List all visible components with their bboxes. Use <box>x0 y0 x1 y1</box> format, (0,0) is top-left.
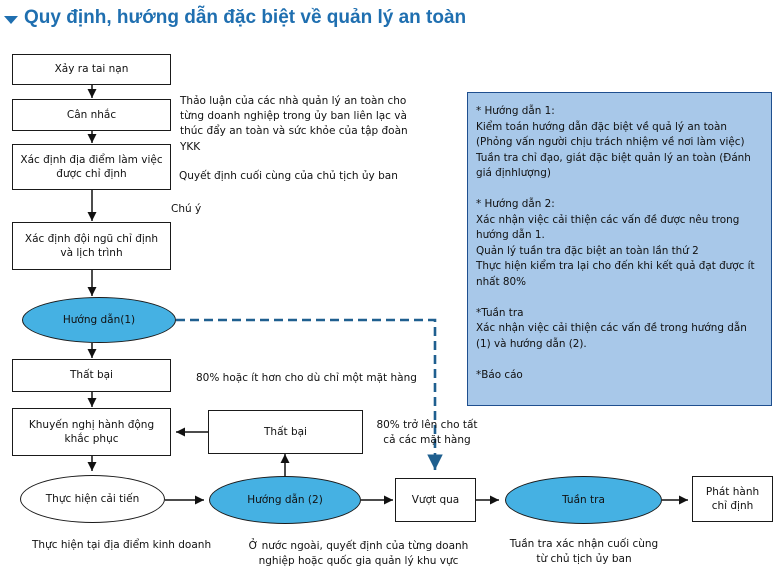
dashed-arrow-guide1-pass <box>176 318 443 470</box>
panel-line: *Tuần tra <box>476 306 524 319</box>
page-title: Quy định, hướng dẫn đặc biệt về quản lý … <box>4 7 467 29</box>
panel-line <box>476 353 763 368</box>
box-designate-team: Xác định đội ngũ chỉ định và lịch trình <box>12 222 171 270</box>
box-consider: Cân nhắc <box>12 99 171 131</box>
triangle-down-icon <box>4 16 18 24</box>
box-designate-site: Xác định địa điểm làm việc được chỉ định <box>12 144 171 190</box>
oval-guide-1: Hướng dẫn(1) <box>22 297 176 343</box>
note-below-80: 80% hoặc ít hơn cho dù chỉ một mặt hàng <box>196 372 417 384</box>
panel-line: Tuần tra chỉ đạo, giát đặc biệt quản lý … <box>476 151 751 180</box>
explanation-panel: * Hướng dẫn 1: Kiểm toán hướng dẫn đặc b… <box>467 92 772 406</box>
panel-line: * Hướng dẫn 1: <box>476 105 555 117</box>
note-final-decision: Quyết định cuối cùng của chủ tịch ủy ban <box>179 170 398 182</box>
box-issue: Phát hành chỉ định <box>692 476 773 522</box>
note-above-80: 80% trở lên cho tất cả các mặt hàng <box>376 419 478 447</box>
oval-guide-2: Hướng dẫn (2) <box>209 476 361 524</box>
note-patrol-confirm: Tuần tra xác nhận cuối cùng từ chủ tịch … <box>509 538 659 566</box>
panel-line: Quản lý tuần tra đặc biệt an toàn lần th… <box>476 244 699 257</box>
panel-line: Thực hiện kiểm tra lại cho đến khi kết q… <box>476 260 755 289</box>
panel-line: Xác nhận việc cải thiện các vấn đề được … <box>476 213 740 242</box>
panel-line: Xác nhận việc cải thiện các vấn đề trong… <box>476 322 747 350</box>
note-overseas: Ở nước ngoài, quyết định của từng doanh … <box>248 540 469 568</box>
panel-line <box>476 182 763 197</box>
box-pass: Vượt qua <box>395 478 476 522</box>
note-discussion: Thảo luận của các nhà quản lý an toàn ch… <box>180 95 408 153</box>
box-fail-2: Thất bại <box>208 410 363 454</box>
note-at-site: Thực hiện tại địa điểm kinh doanh <box>32 539 212 551</box>
box-accident: Xảy ra tai nạn <box>12 54 171 85</box>
page-title-text: Quy định, hướng dẫn đặc biệt về quản lý … <box>24 7 467 28</box>
panel-line: Kiểm toán hướng dẫn đặc biệt về quả lý a… <box>476 120 727 133</box>
panel-line: *Báo cáo <box>476 368 523 381</box>
panel-line: * Hướng dẫn 2: <box>476 198 555 211</box>
oval-patrol: Tuần tra <box>505 476 662 524</box>
note-attention: Chú ý <box>171 203 202 215</box>
oval-improve: Thực hiện cải tiến <box>20 475 165 523</box>
box-fail-1: Thất bại <box>12 359 171 392</box>
box-recommend: Khuyến nghị hành động khắc phục <box>12 408 171 456</box>
panel-line: (Phỏng vấn người chịu trách nhiệm về nơi… <box>476 136 745 149</box>
panel-line <box>476 291 763 306</box>
